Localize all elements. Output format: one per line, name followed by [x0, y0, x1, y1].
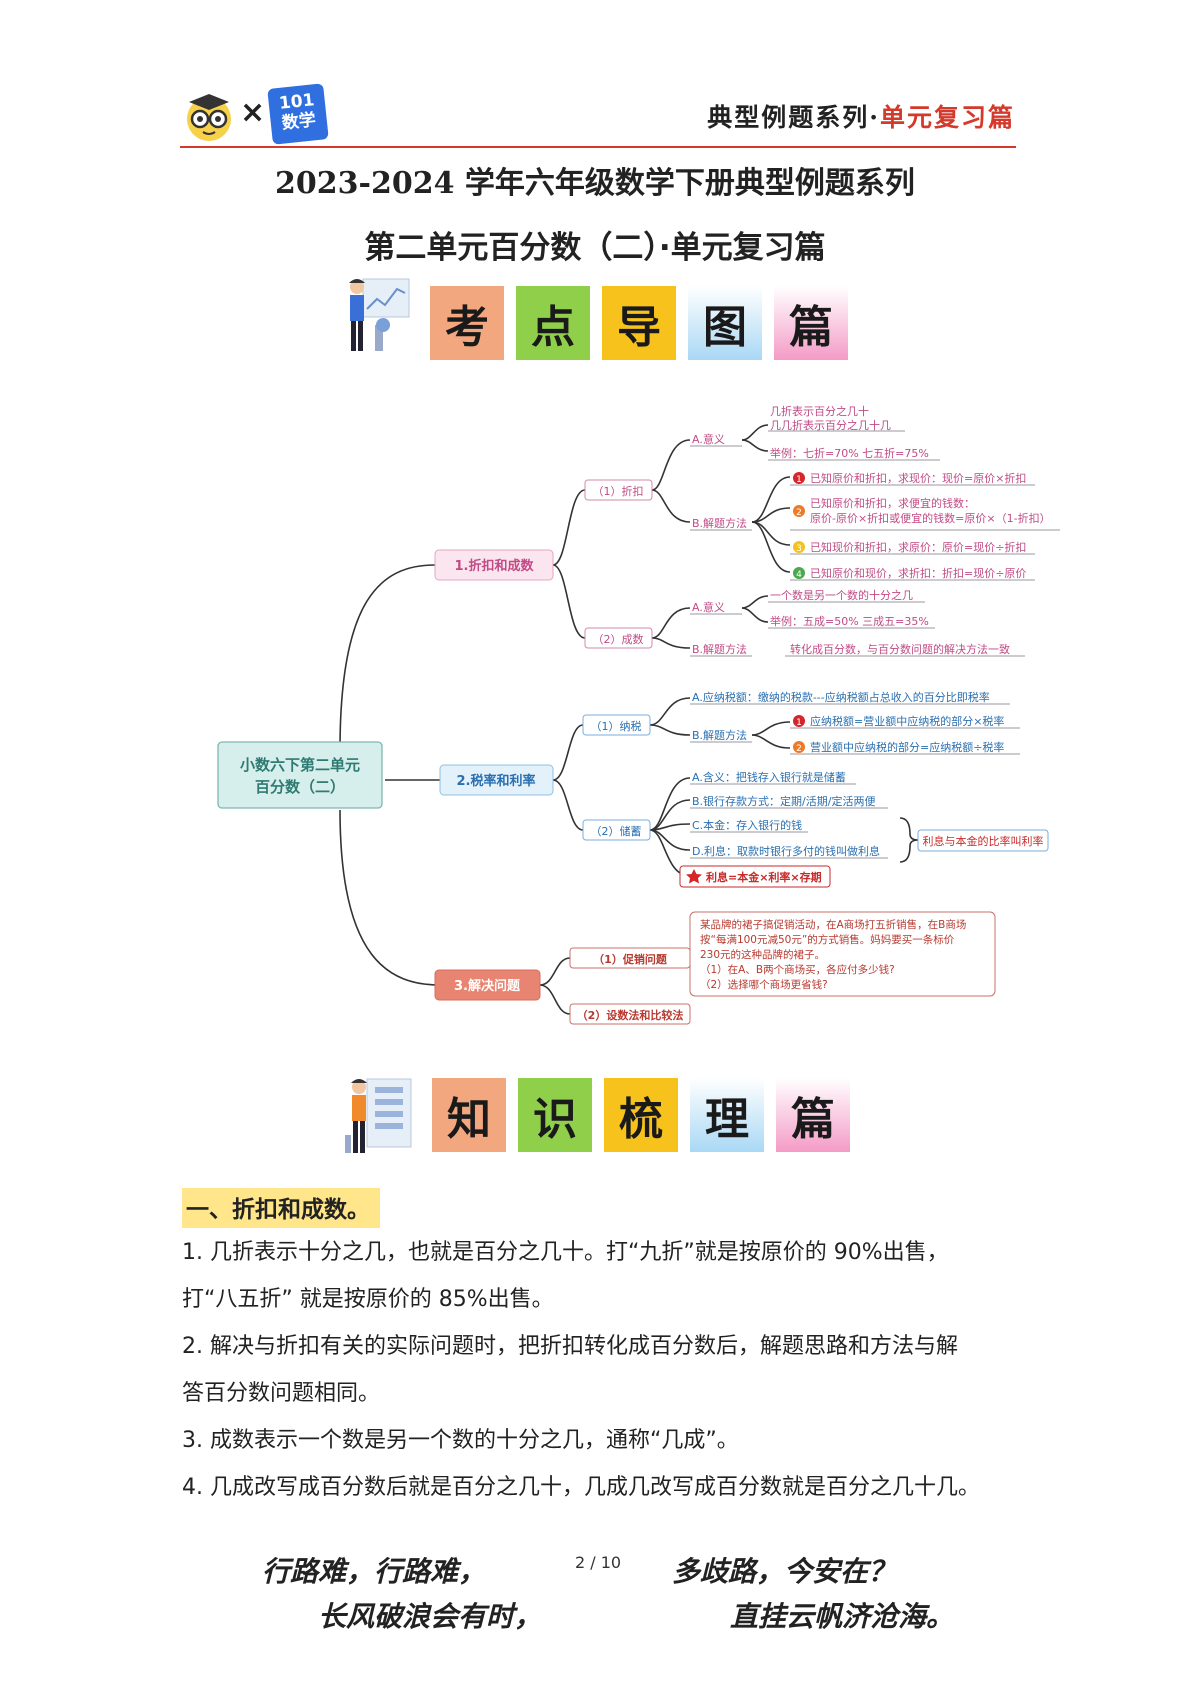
b1-A-l3: 举例：七折=70% 七五折=75% [770, 446, 929, 460]
banner1-tile-1: 考 [430, 286, 504, 360]
branch3-label: 3.解决问题 [454, 978, 521, 994]
b3-sub1: （1）促销问题 [593, 952, 668, 966]
banner2-tile-3: 梳 [604, 1078, 678, 1152]
svg-text:1: 1 [796, 475, 802, 485]
b1-sub2-A-l1: 一个数是另一个数的十分之几 [770, 588, 913, 602]
banner2-tile-2: 识 [518, 1078, 592, 1152]
b1-method3: 已知现价和折扣，求原价：原价=现价÷折扣 [810, 540, 1026, 554]
series-title: 典型例题系列·单元复习篇 [707, 98, 1015, 134]
svg-text:2: 2 [796, 508, 802, 518]
banner1-tile-2: 点 [516, 286, 590, 360]
b2-method2: 营业额中应纳税的部分=应纳税额÷税率 [810, 740, 1004, 754]
star-icon [686, 869, 702, 884]
page-title: 2023-2024 学年六年级数学下册典型例题系列 [275, 166, 915, 201]
b1-method4: 已知原价和现价，求折扣：折扣=现价÷原价 [810, 566, 1026, 580]
num-4-icon [793, 567, 805, 579]
branch2-label: 2.税率和利率 [457, 773, 536, 789]
b1-sub1-B: B.解题方法 [692, 516, 747, 530]
b1-method1: 已知原价和折扣，求现价：现价=原价×折扣 [810, 471, 1026, 485]
b1-A-l2: 几几折表示百分之几十几 [770, 418, 891, 432]
connector-root-branch1 [339, 564, 436, 751]
branch1-label: 1.折扣和成数 [455, 558, 535, 574]
b1-sub2-A: A.意义 [692, 600, 725, 614]
page-subtitle: 第二单元百分数（二）·单元复习篇 [364, 230, 826, 266]
b2-s2-D: D.利息：取款时银行多付的钱叫做利息 [692, 844, 880, 858]
b2-formula: 利息=本金×利率×存期 [706, 870, 822, 884]
b1-sub2-B-l1: 转化成百分数，与百分数问题的解决方法一致 [790, 642, 1010, 656]
b3-box-l4: （1）在A、B两个商场买，各应付多少钱? [700, 963, 895, 976]
b2-s2-C: C.本金：存入银行的钱 [692, 818, 802, 832]
root-line1: 小数六下第二单元 [240, 756, 360, 774]
owl-logo-icon [183, 90, 235, 142]
num-1b-icon [793, 715, 805, 727]
svg-text:4: 4 [796, 570, 802, 580]
banner-exam-map: 考 点 导 图 篇 [430, 286, 848, 360]
b1-method2b: 原价-原价×折扣或便宜的钱数=原价×（1-折扣） [810, 511, 1051, 525]
b1-sub2-A-l2: 举例：五成=50% 三成五=35% [770, 614, 929, 628]
svg-text:1: 1 [796, 718, 802, 728]
times-sign: × [240, 95, 266, 130]
series-black: 典型例题系列· [707, 103, 880, 132]
b1-sub2-B: B.解题方法 [692, 642, 747, 656]
poem-line-1: 行路难，行路难， [262, 1555, 487, 1588]
paragraph-1a: 1. 几折表示十分之几，也就是百分之几十。打“九折”就是按原价的 90%出售， [182, 1240, 949, 1265]
b2-sub2: （2）储蓄 [591, 824, 642, 838]
b2-sub1-B: B.解题方法 [692, 728, 747, 742]
b3-box-l3: 230元的这种品牌的裙子。 [700, 948, 825, 961]
banner-knowledge: 知 识 梳 理 篇 [432, 1078, 850, 1152]
b1-sub1: （1）折扣 [593, 484, 644, 498]
b2-sub1-A: A.应纳税额：缴纳的税款---应纳税额占总收入的百分比即税率 [692, 690, 990, 704]
series-red: 单元复习篇 [879, 103, 1015, 132]
banner1-tile-4: 图 [688, 286, 762, 360]
num-2b-icon [793, 741, 805, 753]
num-2-icon [793, 505, 805, 517]
num-1-icon [793, 472, 805, 484]
paragraph-2a: 2. 解决与折扣有关的实际问题时，把折扣转化成百分数后，解题思路和方法与解 [182, 1334, 958, 1359]
b3-box-l5: （2）选择哪个商场更省钱? [700, 978, 828, 991]
banner2-tile-5: 篇 [776, 1078, 850, 1152]
header-divider [180, 146, 1016, 148]
presenter-illustration-2-icon [345, 1075, 415, 1164]
paragraph-3: 3. 成数表示一个数是另一个数的十分之几，通称“几成”。 [182, 1428, 739, 1453]
b2-method1: 应纳税额=营业额中应纳税的部分×税率 [810, 714, 1004, 728]
page-number: 2 / 10 [575, 1553, 622, 1572]
banner1-tile-5: 篇 [774, 286, 848, 360]
b3-box-l2: 按“每满100元减50元”的方式销售。妈妈要买一条标价 [700, 933, 955, 946]
paragraph-1b: 打“八五折” 就是按原价的 85%出售。 [182, 1287, 554, 1312]
mindmap: 小数六下第二单元 百分数（二） 1.折扣和成数 （1）折扣 A.意义 几折表示百… [217, 404, 1060, 1025]
b2-rate: 利息与本金的比率叫利率 [923, 834, 1044, 848]
b1-sub1-A: A.意义 [692, 432, 725, 446]
b2-sub1: （1）纳税 [591, 719, 642, 733]
b1-sub2: （2）成数 [593, 633, 644, 646]
presenter-illustration-icon [345, 275, 415, 359]
banner1-tile-3: 导 [602, 286, 676, 360]
poem-line-4: 直挂云帆济沧海。 [730, 1600, 955, 1633]
paragraph-4: 4. 几成改写成百分数后就是百分之几十，几成几改写成百分数就是百分之几十几。 [182, 1475, 980, 1500]
poem-line-2: 长风破浪会有时， [318, 1600, 543, 1633]
b3-box-l1: 某品牌的裙子搞促销活动，在A商场打五折销售，在B商场 [700, 918, 966, 931]
paragraph-2b: 答百分数问题相同。 [182, 1381, 381, 1406]
b3-sub2: （2）设数法和比较法 [577, 1008, 684, 1022]
b2-s2-B: B.银行存款方式：定期/活期/定活两便 [692, 794, 875, 808]
banner2-tile-4: 理 [690, 1078, 764, 1152]
svg-text:2: 2 [796, 744, 802, 754]
connector-root-branch3 [339, 809, 441, 986]
banner2-tile-1: 知 [432, 1078, 506, 1152]
b2-s2-A: A.含义：把钱存入银行就是储蓄 [692, 770, 846, 784]
b1-A-l1: 几折表示百分之几十 [770, 404, 869, 418]
poem-line-3: 多歧路，今安在？ [672, 1555, 897, 1588]
svg-text:3: 3 [796, 544, 802, 554]
section-heading: 一、折扣和成数。 [182, 1188, 380, 1228]
num-3-icon [793, 541, 805, 553]
root-line2: 百分数（二） [255, 778, 345, 796]
b1-method2a: 已知原价和折扣，求便宜的钱数： [810, 496, 975, 510]
